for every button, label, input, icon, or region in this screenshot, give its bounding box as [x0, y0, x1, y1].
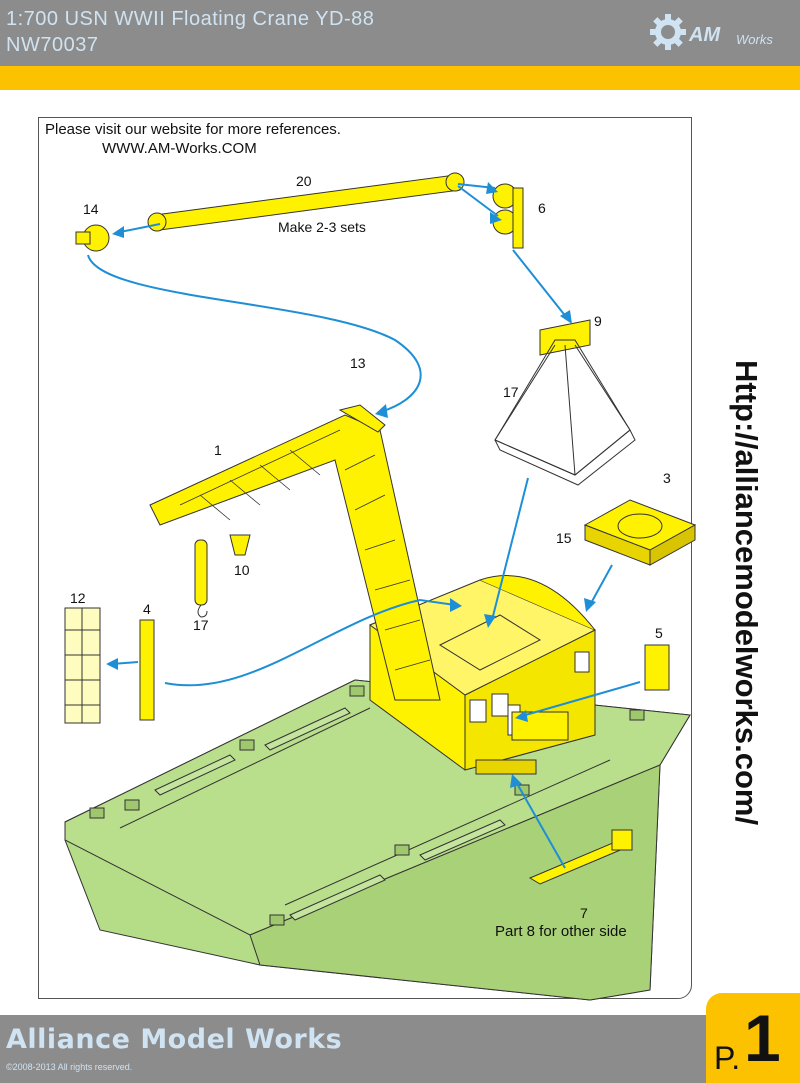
part-10: [229, 534, 251, 556]
side-url-text: Http://alliancemodelworks.com/: [729, 360, 764, 825]
kit-code: NW70037: [6, 34, 99, 56]
part-7-walkway: [528, 829, 633, 885]
label-part-7: 7: [580, 905, 588, 921]
label-part-10: 10: [234, 562, 250, 578]
logo-text: AM: [689, 24, 721, 46]
page-number: 1: [744, 1001, 781, 1075]
label-part-1: 1: [214, 442, 222, 458]
part-17-hook: [194, 539, 208, 618]
part-12-cage: [64, 607, 101, 724]
label-part-17-tower: 17: [503, 384, 519, 400]
part-4-ladder: [139, 619, 155, 721]
assembly-arrows: [87, 183, 641, 869]
label-part-3: 3: [663, 470, 671, 486]
brand-logo: AM Works: [648, 10, 798, 54]
brand-name: Alliance Model Works: [6, 1024, 343, 1055]
copyright: ©2008-2013 All rights reserved.: [6, 1062, 132, 1072]
part-8-note: Part 8 for other side: [495, 923, 627, 940]
header-bar: 1:700 USN WWII Floating Crane YD-88 NW70…: [0, 0, 800, 66]
part-9-17-tower: [494, 319, 636, 486]
label-part-14: 14: [83, 201, 99, 217]
copyright-icon: ©: [6, 1062, 13, 1072]
part-14: [75, 224, 110, 252]
logo-sub: Works: [736, 32, 773, 47]
part-3-15-plate: [583, 499, 697, 566]
side-website-url: Http://alliancemodelworks.com/: [729, 360, 764, 825]
website-note: Please visit our website for more refere…: [45, 121, 341, 138]
website-url: WWW.AM-Works.COM: [102, 140, 257, 157]
part-5-door: [644, 644, 670, 691]
label-part-6: 6: [538, 200, 546, 216]
instruction-frame: [38, 117, 692, 999]
crane-house: [368, 575, 597, 775]
part-6: [492, 183, 524, 249]
page-prefix: P.: [714, 1040, 741, 1076]
label-part-20: 20: [296, 173, 312, 189]
label-part-17-hook: 17: [193, 617, 209, 633]
label-part-13: 13: [350, 355, 366, 371]
label-part-5: 5: [655, 625, 663, 641]
copyright-text: 2008-2013 All rights reserved.: [12, 1062, 133, 1072]
barge-hull: [64, 679, 691, 1001]
gear-icon: [650, 14, 686, 50]
label-part-9: 9: [594, 313, 602, 329]
kit-title: 1:700 USN WWII Floating Crane YD-88: [6, 8, 375, 30]
label-part-4: 4: [143, 601, 151, 617]
label-part-15: 15: [556, 530, 572, 546]
footer-bar: [0, 1015, 800, 1083]
page-number-tab: [706, 993, 800, 1083]
label-part-12: 12: [70, 590, 86, 606]
header-accent-band: [0, 66, 800, 90]
arrow-heads: [106, 182, 596, 788]
make-sets-note: Make 2-3 sets: [278, 219, 366, 235]
crane-boom: [149, 404, 441, 701]
